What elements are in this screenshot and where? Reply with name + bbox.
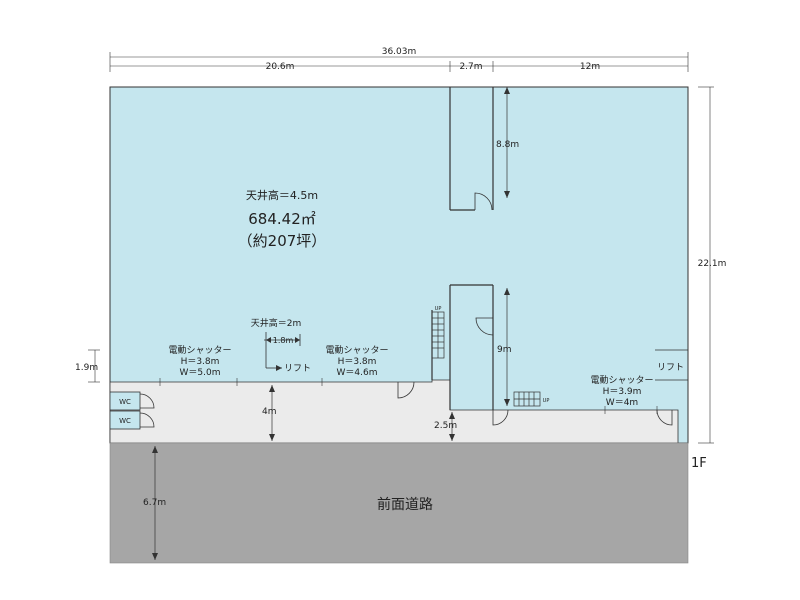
shutter1-h: H＝3.8m (181, 357, 220, 367)
shutter2-title: 電動シャッター (325, 345, 388, 356)
shutter3-title: 電動シャッター (590, 375, 653, 386)
wc1-label: WC (119, 398, 131, 406)
arrowheads (152, 87, 510, 560)
dim-stair-room: 9m (497, 345, 512, 355)
dim-lift-width: 1.8m (273, 336, 294, 345)
top-dimension-lines (109, 52, 689, 72)
stairs-left-icon (431, 311, 445, 359)
ceiling-low-label: 天井高＝2m (251, 317, 302, 329)
dim-left-height: 1.9m (75, 363, 98, 373)
dim-seg-left: 20.6m (266, 62, 295, 72)
area-tsubo-label: （約207坪） (238, 232, 327, 250)
upper-room-door-icon (474, 192, 493, 211)
corridor-door-left-icon (397, 381, 415, 399)
road-label: 前面道路 (377, 496, 433, 513)
front-road (109, 442, 689, 564)
lift-right-box (655, 349, 688, 381)
right-dimension-line (698, 86, 714, 444)
dim-height-right: 22.1m (698, 259, 727, 269)
shutter2-h: H＝3.8m (338, 357, 377, 367)
shutter3-h: H＝3.9m (603, 387, 642, 397)
ceiling-main-label: 天井高＝4.5m (246, 188, 318, 202)
left-dimension-line (88, 349, 100, 383)
dim-upper-room: 8.8m (496, 140, 519, 150)
shutter1-w: W＝5.0m (180, 368, 221, 378)
lift-right-label: リフト (657, 363, 684, 373)
shutter3-w: W＝4m (606, 398, 638, 408)
dim-right-corridor: 2.5m (434, 421, 457, 431)
dim-seg-mid: 2.7m (459, 62, 482, 72)
dim-total-width: 36.03m (382, 47, 417, 57)
up2-label: UP (543, 398, 550, 404)
upper-room (449, 87, 494, 211)
wc-rooms (109, 391, 155, 430)
wc2-label: WC (119, 417, 131, 425)
shutter-ticks (159, 378, 658, 414)
corridor-door-mid-icon (492, 409, 509, 426)
stair-room-door-icon (475, 317, 494, 336)
lift-left-label: リフト (284, 364, 311, 374)
up1-label: UP (435, 306, 442, 312)
floor-label: 1F (691, 456, 707, 471)
shutter2-w: W＝4.6m (337, 368, 378, 378)
vertical-dimension-arrows (154, 87, 508, 560)
dim-seg-right: 12m (580, 62, 600, 72)
dim-road-depth: 6.7m (143, 498, 166, 508)
stairs-right-icon (513, 391, 541, 407)
dim-corridor: 4m (262, 407, 277, 417)
shutter1-title: 電動シャッター (168, 345, 231, 356)
area-sqm-label: 684.42㎡ (248, 210, 316, 228)
